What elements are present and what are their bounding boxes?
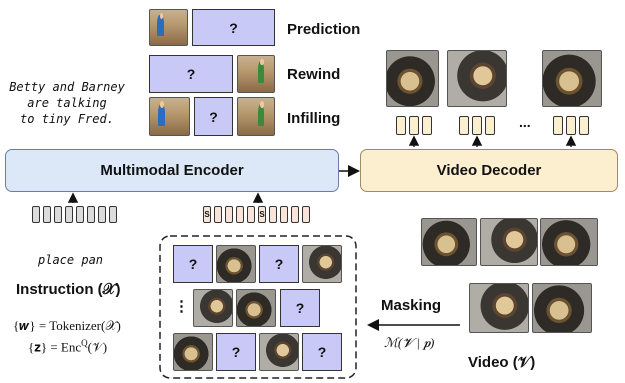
masked-frame-rewind: ? xyxy=(149,55,233,93)
video-token xyxy=(236,206,244,223)
input-video-frame xyxy=(469,283,529,333)
video-frame xyxy=(193,289,233,327)
task-rewind-label: Rewind xyxy=(287,66,341,83)
encoder-formula-end: (𝒱) xyxy=(87,339,108,355)
masked-frame: ? xyxy=(216,333,256,371)
text-token xyxy=(87,206,95,223)
tokenizer-formula: {𝒘} = Tokenizer(𝒳) xyxy=(13,318,121,333)
video-frame xyxy=(302,245,342,283)
masking-label: Masking xyxy=(381,297,442,314)
video-decoder-box: Video Decoder xyxy=(360,149,618,192)
masked-frame-prediction: ? xyxy=(192,9,275,46)
video-frame xyxy=(173,333,213,371)
masked-frame: ? xyxy=(173,245,213,283)
masking-formula: ℳ(𝓥 | 𝒑) xyxy=(384,335,435,350)
video-token xyxy=(302,206,310,223)
output-token xyxy=(579,116,589,135)
video-frame xyxy=(216,245,256,283)
instruction-text: place pan xyxy=(38,253,104,267)
caption-line: are talking xyxy=(27,96,107,110)
task-infilling-label: Infilling xyxy=(287,110,341,127)
input-video-frame xyxy=(480,218,538,266)
cartoon-frame xyxy=(149,9,188,46)
masked-frame: ? xyxy=(259,245,299,283)
input-video-frame xyxy=(421,218,477,266)
text-token xyxy=(43,206,51,223)
output-video-frame xyxy=(542,50,602,107)
text-token xyxy=(76,206,84,223)
special-token: S xyxy=(258,206,266,223)
encoder-formula: {𝐳} = EncQ(𝒱) xyxy=(28,338,107,355)
text-token xyxy=(109,206,117,223)
caption-line: Betty and Barney xyxy=(9,80,125,94)
multimodal-encoder-box: Multimodal Encoder xyxy=(5,149,339,192)
output-token xyxy=(459,116,469,135)
output-token xyxy=(472,116,482,135)
output-token xyxy=(485,116,495,135)
story-caption: Betty and Barney are talking to tiny Fre… xyxy=(6,79,128,127)
text-token xyxy=(98,206,106,223)
vertical-ellipsis: ⋮ xyxy=(174,298,189,315)
encoder-label: Multimodal Encoder xyxy=(100,162,244,179)
task-prediction-label: Prediction xyxy=(287,21,361,38)
video-frame xyxy=(259,333,299,371)
video-frame xyxy=(236,289,276,327)
output-token xyxy=(566,116,576,135)
video-token xyxy=(280,206,288,223)
cartoon-frame xyxy=(237,97,275,136)
output-token xyxy=(553,116,563,135)
input-video-frame xyxy=(540,218,598,266)
masked-frame: ? xyxy=(302,333,342,371)
masked-frame-infilling: ? xyxy=(194,97,233,136)
cartoon-frame xyxy=(237,55,275,93)
masked-frame: ? xyxy=(280,289,320,327)
text-token xyxy=(54,206,62,223)
output-token xyxy=(422,116,432,135)
cartoon-frame xyxy=(149,97,190,136)
instruction-label: Instruction (𝒳) xyxy=(16,281,121,298)
video-token xyxy=(247,206,255,223)
text-token xyxy=(65,206,73,223)
output-video-frame xyxy=(386,50,439,107)
video-token xyxy=(269,206,277,223)
video-label: Video (𝒱) xyxy=(468,354,536,371)
masked-video-dashed-box xyxy=(159,235,357,379)
video-token xyxy=(225,206,233,223)
output-video-frame xyxy=(447,50,507,107)
input-video-frame xyxy=(532,283,592,333)
video-token xyxy=(214,206,222,223)
output-ellipsis: ... xyxy=(519,114,531,130)
special-token: S xyxy=(203,206,211,223)
output-token xyxy=(409,116,419,135)
text-token xyxy=(32,206,40,223)
caption-line: to tiny Fred. xyxy=(20,112,114,126)
encoder-formula-main: {𝐳} = Enc xyxy=(28,339,82,355)
encoder-formula-sup: Q xyxy=(81,338,88,348)
output-token xyxy=(396,116,406,135)
video-token xyxy=(291,206,299,223)
decoder-label: Video Decoder xyxy=(436,162,542,179)
